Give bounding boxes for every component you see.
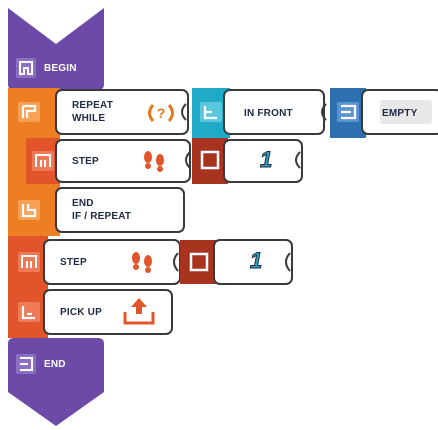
step-block-1[interactable]: STEP: [0, 136, 194, 186]
step-1-parameter[interactable]: 1: [182, 136, 308, 186]
end-label: END: [44, 359, 66, 370]
pick-up-block[interactable]: PICK UP: [0, 286, 176, 338]
step-2-param-shape: [173, 239, 293, 285]
param-slot-icon: [200, 150, 220, 170]
end-block[interactable]: END: [0, 336, 114, 428]
step-block-2[interactable]: STEP: [0, 236, 184, 288]
svg-text:?: ?: [157, 105, 166, 121]
end-if-repeat-label-1: END: [72, 198, 94, 209]
question-loop-icon: ?: [144, 101, 178, 125]
pick-up-label: PICK UP: [60, 307, 102, 318]
end-icon: [16, 354, 36, 374]
step-1-value[interactable]: 1: [259, 147, 273, 173]
repeat-while-block[interactable]: REPEAT WHILE ?: [0, 88, 200, 138]
step-2-label: STEP: [60, 257, 87, 268]
end-block-shape: [8, 338, 104, 426]
end-repeat-icon: [18, 200, 40, 220]
step-block-icon: [32, 151, 54, 171]
begin-icon: [16, 58, 36, 78]
sensor-label: IN FRONT: [244, 108, 293, 119]
footprints-icon: [140, 148, 168, 174]
step-2-parameter[interactable]: 1: [170, 236, 298, 288]
condition-label: EMPTY: [382, 108, 418, 119]
pickup-block-icon: [18, 302, 40, 322]
begin-block-shape: [8, 8, 104, 90]
pickup-tray-icon: [122, 296, 156, 326]
begin-label: BEGIN: [44, 63, 77, 74]
step-block-icon: [18, 252, 40, 272]
step-1-param-shape: [185, 138, 303, 184]
begin-block[interactable]: BEGIN: [0, 0, 114, 92]
condition-icon: [337, 102, 359, 122]
repeat-icon: [18, 102, 40, 122]
repeat-while-label-1: REPEAT: [72, 100, 114, 111]
repeat-while-label-2: WHILE: [72, 113, 106, 124]
condition-empty-block[interactable]: EMPTY: [318, 88, 438, 138]
footprints-icon: [128, 249, 156, 275]
sensor-shape: [192, 88, 325, 138]
param-slot-icon: [189, 252, 209, 272]
end-if-repeat-block[interactable]: END IF / REPEAT: [0, 184, 190, 236]
end-if-repeat-label-2: IF / REPEAT: [72, 211, 132, 222]
step-2-value[interactable]: 1: [249, 248, 263, 274]
sensor-in-front-block[interactable]: IN FRONT: [188, 88, 328, 138]
condition-shape: [321, 88, 438, 138]
sensor-front-icon: [200, 102, 222, 122]
step-1-label: STEP: [72, 156, 99, 167]
